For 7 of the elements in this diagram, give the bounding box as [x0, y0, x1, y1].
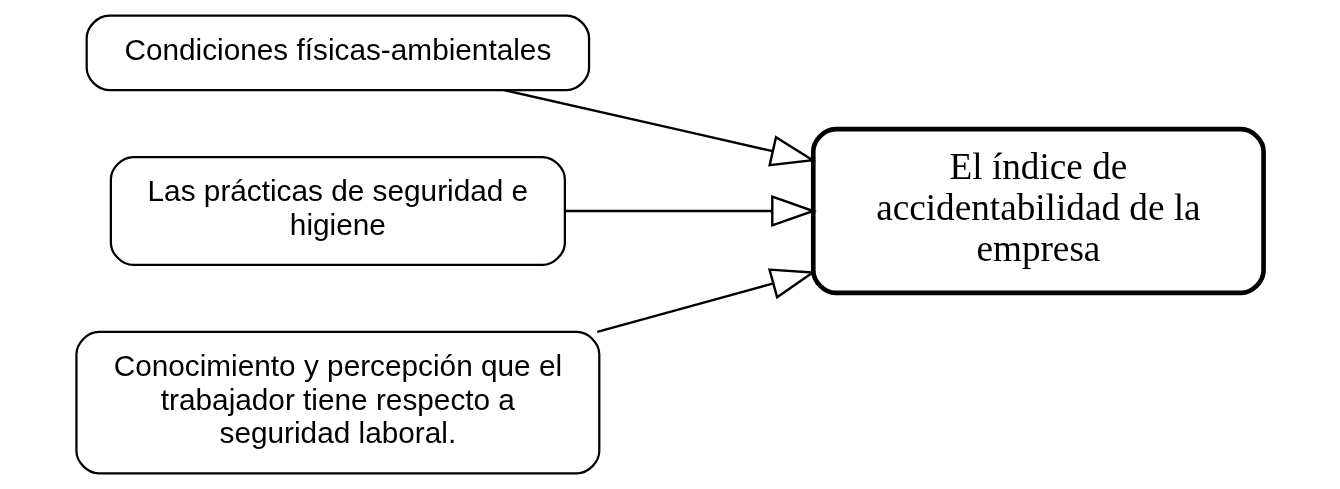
arrow [503, 88, 817, 167]
node-box: Condiciones físicas-ambientales [85, 14, 591, 92]
node-box: Las prácticas de seguridad e higiene [109, 155, 566, 267]
node-box: Conocimiento y percepción que el trabajador tiene respecto a seguridad laboral. [75, 330, 601, 475]
arrow [565, 194, 817, 228]
arrow [596, 268, 817, 333]
node-box: El índice de accidentabilidad de la empresa [810, 126, 1266, 296]
